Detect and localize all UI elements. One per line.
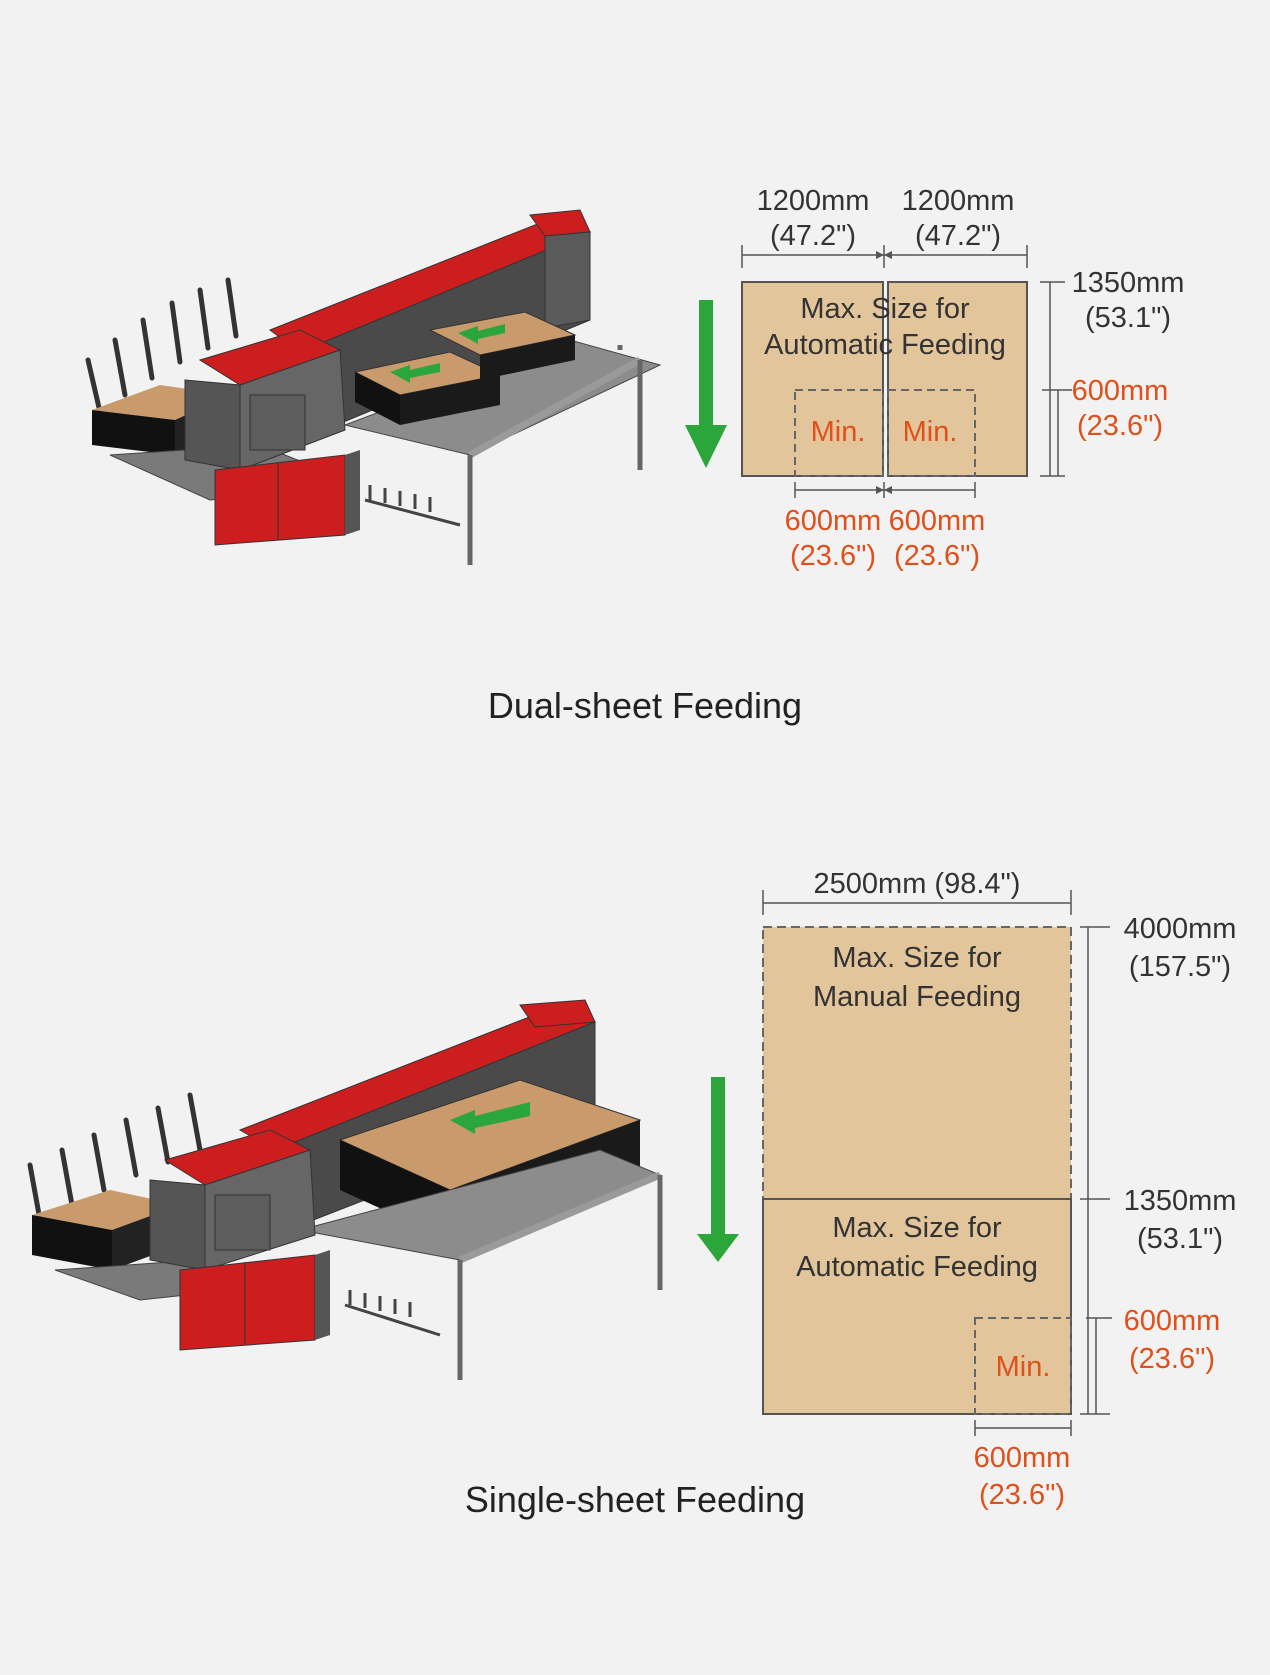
dual-min-height-in: (23.6") [1077, 410, 1163, 442]
dual-width-1-mm: 1200mm [757, 185, 870, 217]
feed-direction-arrow-dual [699, 300, 713, 428]
dual-min-box-left [794, 389, 884, 477]
single-auto-height-mm: 1350mm [1124, 1185, 1237, 1217]
single-size-diagram: 2500mm (98.4") 4000mm (157.5") 1350mm (5… [697, 868, 1236, 1511]
single-auto-text-2: Automatic Feeding [796, 1251, 1038, 1283]
single-auto-height-in: (53.1") [1137, 1223, 1223, 1255]
dual-min-width-1-in: (23.6") [790, 540, 876, 572]
dual-min-width-1-mm: 600mm [785, 505, 882, 537]
feed-direction-arrow-single [711, 1077, 725, 1237]
dual-width-1-in: (47.2") [770, 220, 856, 252]
single-min-height-mm: 600mm [1124, 1305, 1221, 1337]
dual-caption: Dual-sheet Feeding [488, 685, 802, 726]
single-min-label: Min. [996, 1351, 1051, 1383]
dual-sheet-right [887, 281, 1028, 477]
dual-min-label-1: Min. [811, 416, 866, 448]
dual-machine-illustration [85, 209, 662, 565]
dual-height-mm: 1350mm [1072, 267, 1185, 299]
single-auto-area [762, 1198, 1072, 1415]
dual-min-box-right [887, 389, 976, 477]
dual-size-diagram: 1200mm (47.2") 1200mm (47.2") 1350mm (53… [685, 185, 1184, 572]
single-min-width-mm: 600mm [974, 1442, 1071, 1474]
single-manual-height-in: (157.5") [1129, 951, 1231, 983]
single-auto-text-1: Max. Size for [832, 1212, 1002, 1244]
dual-min-label-2: Min. [903, 416, 958, 448]
dual-width-2-in: (47.2") [915, 220, 1001, 252]
dual-max-text-2: Automatic Feeding [764, 329, 1006, 361]
single-manual-area [762, 926, 1072, 1200]
single-width: 2500mm (98.4") [814, 868, 1021, 900]
single-manual-text-2: Manual Feeding [813, 981, 1021, 1013]
single-manual-height-mm: 4000mm [1124, 913, 1237, 945]
single-manual-text-1: Max. Size for [832, 942, 1002, 974]
dual-sheet-left [741, 281, 884, 477]
dual-max-text-1: Max. Size for [800, 293, 970, 325]
single-min-box [974, 1317, 1072, 1415]
single-caption: Single-sheet Feeding [465, 1479, 805, 1520]
dual-width-2-mm: 1200mm [902, 185, 1015, 217]
dual-min-height-mm: 600mm [1072, 375, 1169, 407]
single-min-height-in: (23.6") [1129, 1343, 1215, 1375]
single-machine-illustration [27, 999, 663, 1380]
dual-height-in: (53.1") [1085, 302, 1171, 334]
dual-min-width-2-mm: 600mm [889, 505, 986, 537]
dual-min-width-2-in: (23.6") [894, 540, 980, 572]
single-min-width-in: (23.6") [979, 1479, 1065, 1511]
